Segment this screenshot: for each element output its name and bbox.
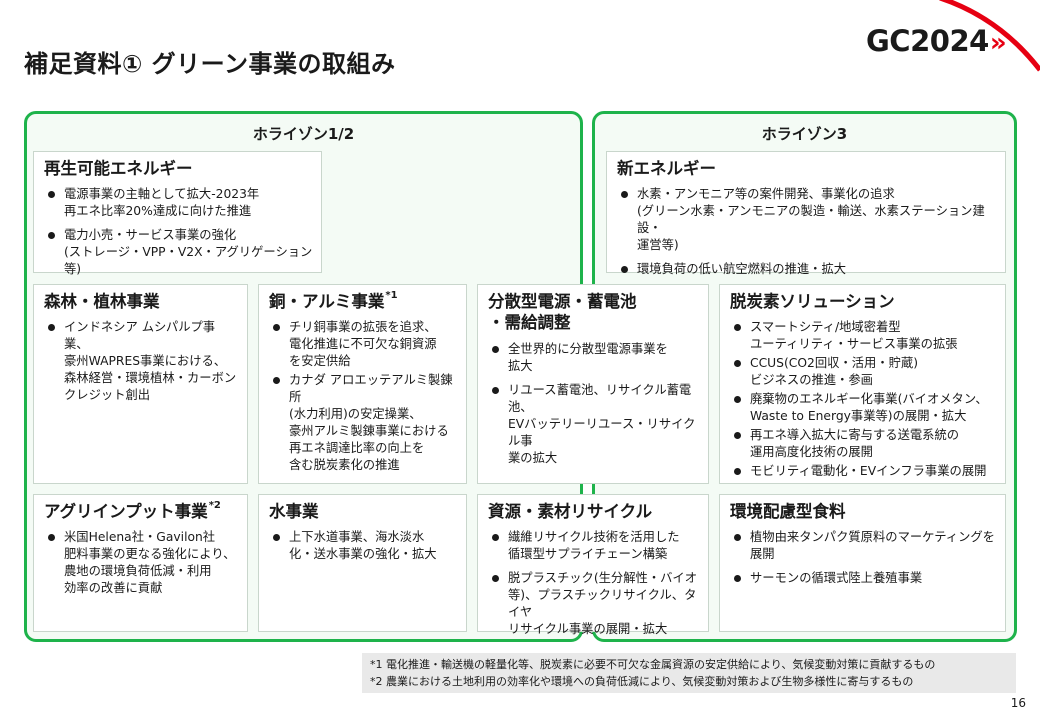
box-title: 新エネルギー (617, 159, 716, 178)
list-item: 繊維リサイクル技術を活用した 循環型サプライチェーン構築 (488, 529, 700, 563)
horizon-3-label: ホライゾン3 (761, 125, 848, 143)
box-title: 水事業 (269, 502, 319, 521)
distributed-power-box: 分散型電源・蓄電池 ・需給調整 全世界的に分散型電源事業を 拡大 リユース蓄電池… (477, 284, 709, 484)
box-title: 森林・植林事業 (44, 292, 160, 311)
box-title: 脱炭素ソリューション (730, 292, 895, 311)
gc2024-logo: GC2024» (866, 24, 1007, 58)
agri-input-box: アグリインプット事業*2 米国Helena社・Gavilon社 肥料事業の更なる… (33, 494, 248, 632)
footnote-1: *1 電化推進・輸送機の軽量化等、脱炭素に必要不可欠な金属資源の安定供給により、… (370, 658, 936, 671)
list-item: インドネシア ムシパルプ事業、 豪州WAPRES事業における、 森林経営・環境植… (44, 319, 239, 404)
box-title: 再生可能エネルギー (44, 159, 193, 178)
box-title: 資源・素材リサイクル (488, 502, 653, 521)
list-item: 米国Helena社・Gavilon社 肥料事業の更なる強化により、 農地の環境負… (44, 529, 239, 597)
box-title: 銅・アルミ事業*1 (269, 290, 398, 311)
horizon-1-2-label: ホライゾン1/2 (252, 125, 355, 143)
list-item: 上下水道事業、海水淡水 化・送水事業の強化・拡大 (269, 529, 458, 563)
forestry-box: 森林・植林事業 インドネシア ムシパルプ事業、 豪州WAPRES事業における、 … (33, 284, 248, 484)
new-energy-box: 新エネルギー 水素・アンモニア等の案件開発、事業化の追求 (グリーン水素・アンモ… (606, 151, 1006, 276)
copper-aluminum-box: 銅・アルミ事業*1 チリ銅事業の拡張を追求、 電化推進に不可欠な銅資源 を安定供… (258, 284, 467, 484)
page-number: 16 (1010, 696, 1026, 710)
list-item: チリ銅事業の拡張を追求、 電化推進に不可欠な銅資源 を安定供給 (269, 319, 458, 370)
footnote-mark: *1 (385, 290, 398, 301)
list-item: 全世界的に分散型電源事業を 拡大 (488, 341, 700, 375)
logo-text: GC2024 (866, 24, 989, 58)
footnotes: *1 電化推進・輸送機の軽量化等、脱炭素に必要不可欠な金属資源の安定供給により、… (362, 653, 1016, 693)
list-item: モビリティ電動化・EVインフラ事業の展開 (730, 463, 997, 480)
recycling-box: 資源・素材リサイクル 繊維リサイクル技術を活用した 循環型サプライチェーン構築 … (477, 494, 709, 636)
renewable-energy-box: 再生可能エネルギー 電源事業の主軸として拡大-2023年 再エネ比率20%達成に… (33, 151, 322, 276)
list-item: CCUS(CO2回収・活用・貯蔵) ビジネスの推進・参画 (730, 355, 997, 389)
list-item: 再エネ導入拡大に寄与する送電系統の 運用高度化技術の展開 (730, 427, 997, 461)
box-title: アグリインプット事業*2 (44, 500, 221, 521)
list-item: 電源事業の主軸として拡大-2023年 再エネ比率20%達成に向けた推進 (44, 186, 313, 220)
list-item: 植物由来タンパク質原料のマーケティングを 展開 (730, 529, 997, 563)
list-item: 廃棄物のエネルギー化事業(バイオメタン、 Waste to Energy事業等)… (730, 391, 997, 425)
eco-food-box: 環境配慮型食料 植物由来タンパク質原料のマーケティングを 展開 サーモンの循環式… (719, 494, 1006, 632)
list-item: 環境負荷の低い航空燃料の推進・拡大 (617, 261, 997, 278)
list-item: スマートシティ/地域密着型 ユーティリティ・サービス事業の拡張 (730, 319, 997, 353)
footnote-2: *2 農業における土地利用の効率化や環境への負荷低減により、気候変動対策および生… (370, 675, 914, 688)
list-item: リユース蓄電池、リサイクル蓄電池、 EVバッテリーリユース・リサイクル事 業の拡… (488, 382, 700, 467)
decarbonization-box: 脱炭素ソリューション スマートシティ/地域密着型 ユーティリティ・サービス事業の… (719, 284, 1006, 484)
list-item: カナダ アロエッテアルミ製錬所 (水力利用)の安定操業、 豪州アルミ製錬事業にお… (269, 372, 458, 474)
list-item: 電力小売・サービス事業の強化 (ストレージ・VPP・V2X・アグリゲーション等) (44, 227, 313, 278)
chevron-icon: » (989, 28, 1007, 58)
page-title: 補足資料① グリーン事業の取組み (24, 50, 396, 78)
box-title: 環境配慮型食料 (730, 502, 846, 521)
box-title: 分散型電源・蓄電池 ・需給調整 (488, 292, 637, 333)
list-item: サーモンの循環式陸上養殖事業 (730, 570, 997, 587)
water-box: 水事業 上下水道事業、海水淡水 化・送水事業の強化・拡大 (258, 494, 467, 632)
list-item: 脱プラスチック(生分解性・バイオ 等)、プラスチックリサイクル、タイヤ リサイク… (488, 570, 700, 638)
footnote-mark: *2 (208, 500, 221, 511)
list-item: 水素・アンモニア等の案件開発、事業化の追求 (グリーン水素・アンモニアの製造・輸… (617, 186, 997, 254)
